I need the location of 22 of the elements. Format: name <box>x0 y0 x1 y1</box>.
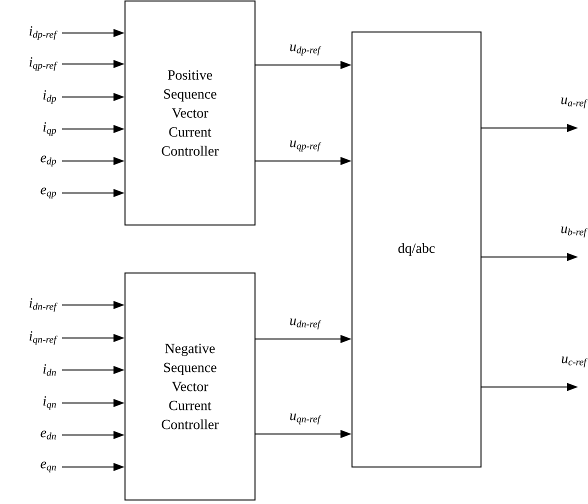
block-box: Positive Sequence Vector Current Controller <box>124 0 256 226</box>
edge-label: u$_{c-ref}$ <box>562 356 588 368</box>
edge-label: u$_{qp-ref}$ <box>290 140 322 152</box>
block-box: Negative Sequence Vector Current Controller <box>124 272 256 500</box>
signal-label: i$_{qn}$ <box>43 396 56 410</box>
signal-label: i$_{qp}$ <box>43 122 56 136</box>
signal-label: i$_{dn}$ <box>43 364 56 376</box>
signal-label: e$_{dp}$ <box>40 156 56 166</box>
signal-label: i$_{dp}$ <box>43 90 56 104</box>
signal-label: e$_{qn}$ <box>40 462 56 472</box>
signal-label: e$_{qp}$ <box>40 188 56 198</box>
signal-label: i$_{qp-ref}$ <box>30 57 58 71</box>
signal-label: i$_{qn-ref}$ <box>30 331 58 345</box>
edge-label: u$_{b-ref}$ <box>561 226 588 238</box>
signal-label: e$_{dn}$ <box>40 430 56 440</box>
edge-label: u$_{dp-ref}$ <box>290 44 322 56</box>
signal-label: i$_{dp-ref}$ <box>30 26 58 40</box>
signal-label: i$_{dn-ref}$ <box>30 298 58 312</box>
edge-label: u$_{qn-ref}$ <box>290 414 322 424</box>
block-box: dq/abc <box>352 32 482 468</box>
edge-label: u$_{a-ref}$ <box>561 98 588 108</box>
edge-label: u$_{dn-ref}$ <box>290 318 322 330</box>
